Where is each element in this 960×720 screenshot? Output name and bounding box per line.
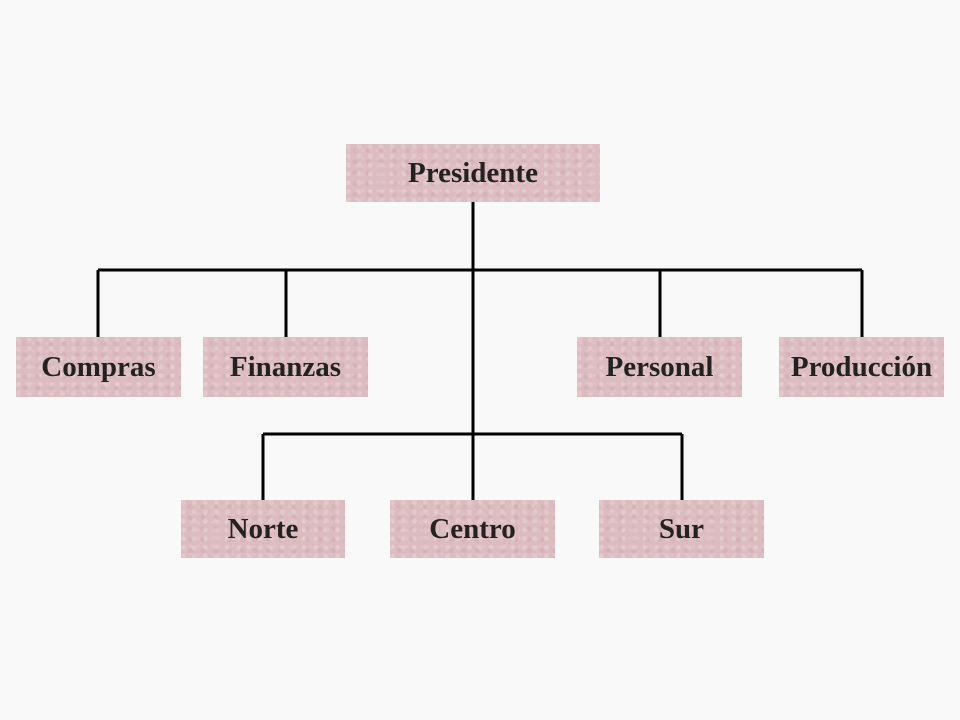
department-label: Personal <box>605 350 714 383</box>
president-box: Presidente <box>346 144 600 202</box>
region-label: Centro <box>429 512 516 545</box>
president-label: Presidente <box>408 156 538 189</box>
department-box-produccion: Producción <box>779 337 944 397</box>
department-box-compras: Compras <box>16 337 181 397</box>
region-label: Sur <box>658 512 705 545</box>
region-label: Norte <box>227 512 299 545</box>
region-box-centro: Centro <box>390 500 555 558</box>
department-label: Compras <box>41 350 156 383</box>
region-box-sur: Sur <box>599 500 764 558</box>
department-box-finanzas: Finanzas <box>203 337 368 397</box>
department-label: Producción <box>790 350 933 383</box>
region-box-norte: Norte <box>181 500 345 558</box>
department-label: Finanzas <box>229 350 342 383</box>
department-box-personal: Personal <box>577 337 742 397</box>
